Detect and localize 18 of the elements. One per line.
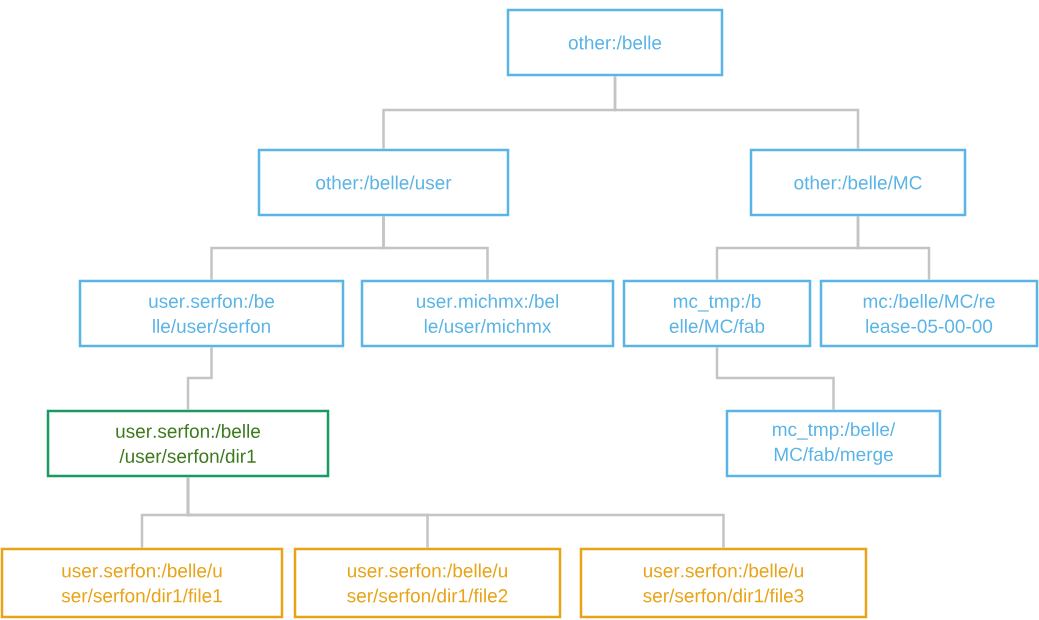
folder-box: other:/belle/MC — [749, 148, 967, 217]
file-box: user.serfon:/belle/user/serfon/dir1/file1 — [0, 547, 284, 619]
connector — [186, 347, 213, 410]
file-box: user.serfon:/belle/user/serfon/dir1/file3 — [579, 547, 868, 619]
connector — [715, 347, 835, 410]
connector — [856, 216, 931, 280]
connector — [186, 477, 725, 548]
folder-box: user.serfon:/belle/user/serfon — [78, 279, 345, 348]
folder-box: other:/belle/user — [257, 148, 510, 217]
folder-box: mc_tmp:/belle/MC/fab — [622, 279, 812, 348]
connector — [382, 216, 489, 280]
folder-box: mc:/belle/MC/release-05-00-00 — [819, 279, 1039, 348]
folder-box: mc_tmp:/belle/MC/fab/merge — [725, 409, 942, 478]
directory-box: user.serfon:/belle/user/serfon/dir1 — [46, 409, 330, 478]
connector — [613, 76, 860, 149]
folder-box: user.michmx:/belle/user/michmx — [360, 279, 615, 348]
file-box: user.serfon:/belle/user/serfon/dir1/file2 — [293, 547, 562, 619]
root-box: other:/belle — [506, 8, 724, 77]
